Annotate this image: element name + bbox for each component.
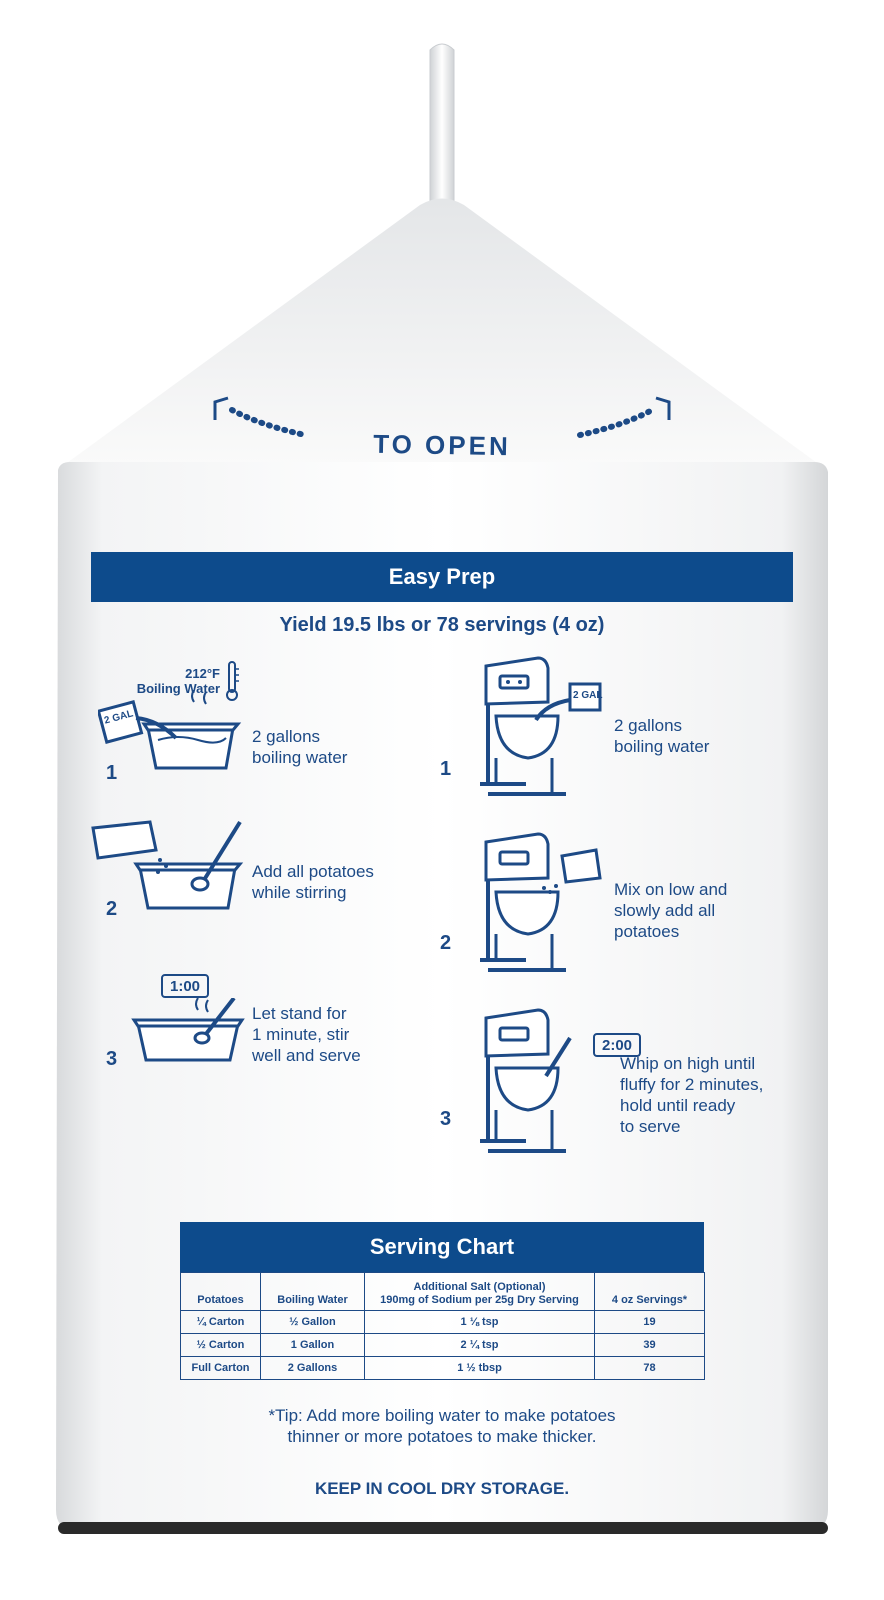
pan-with-potatoes-icon [91,820,244,910]
table-row: Full Carton 2 Gallons 1 ½ tbsp 78 [180,1356,705,1380]
serving-chart-title: Serving Chart [180,1222,704,1272]
jug-label-right: 2 GAL [573,690,603,701]
pan-with-water-icon [98,690,242,770]
left-step-3-text: Let stand for 1 minute, stir well and se… [252,1004,361,1065]
easy-prep-banner: Easy Prep [91,552,793,602]
mixer-icon-1 [480,656,602,796]
header-additional-salt: Additional Salt (Optional) 190mg of Sodi… [364,1272,595,1311]
header-servings: 4 oz Servings* [594,1272,705,1311]
temp-label: 212°F Boiling Water [120,666,220,696]
right-step-3-number: 3 [440,1108,452,1130]
left-step-2-number: 2 [106,898,118,920]
to-open-label: TO OPEN [372,428,512,462]
left-step-3-number: 3 [106,1048,118,1070]
mixer-icon-2 [480,832,602,972]
thermometer-icon [226,661,239,701]
yield-line: Yield 19.5 lbs or 78 servings (4 oz) [279,614,605,636]
timer-2-minutes: 2:00 [593,1033,641,1057]
storage-notice: KEEP IN COOL DRY STORAGE. [314,1479,570,1498]
left-step-1-text: 2 gallons boiling water [252,727,348,767]
left-step-2-text: Add all potatoes while stirring [252,862,374,902]
mixer-icon-3 [480,1008,572,1153]
temp-caption: Boiling Water [136,681,220,696]
pan-stir-icon [131,998,245,1062]
timer-1-minute: 1:00 [161,974,209,998]
right-step-1-text: 2 gallons boiling water [614,716,710,756]
table-header-row: Potatoes Boiling Water Additional Salt (… [180,1272,705,1311]
header-potatoes: Potatoes [180,1272,261,1311]
right-step-3-text: Whip on high until fluffy for 2 minutes,… [620,1054,764,1136]
serving-chart: Serving Chart Potatoes Boiling Water Add… [180,1222,705,1380]
table-row: ¼ Carton ½ Gallon 1 ⅛ tsp 19 [180,1310,705,1334]
serving-chart-table: Potatoes Boiling Water Additional Salt (… [180,1272,705,1380]
right-step-1-number: 1 [440,758,452,780]
easy-prep-title: Easy Prep [388,564,496,589]
tip-text: *Tip: Add more boiling water to make pot… [268,1406,616,1446]
right-step-2-text: Mix on low and slowly add all potatoes [614,880,728,941]
temp-value: 212°F [185,666,220,681]
right-step-2-number: 2 [440,932,452,954]
table-row: ½ Carton 1 Gallon 2 ¼ tsp 39 [180,1333,705,1357]
header-boiling-water: Boiling Water [260,1272,365,1311]
left-step-1-number: 1 [106,762,118,784]
